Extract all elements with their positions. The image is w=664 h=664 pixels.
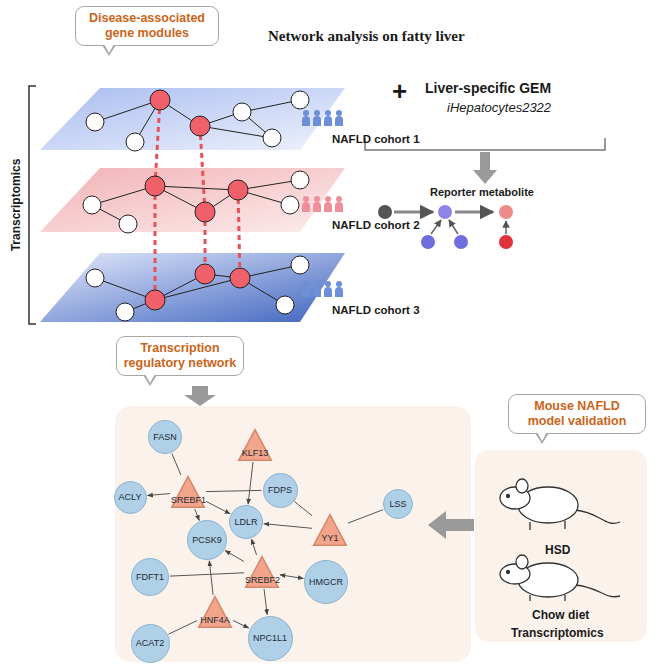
flow-arrow	[184, 386, 216, 406]
bracket	[29, 86, 36, 324]
gene-node: FASN	[148, 420, 182, 454]
regulation-edge	[172, 454, 181, 475]
node-label: PCSK9	[192, 535, 222, 545]
panel-text: HSD	[545, 543, 570, 557]
regulation-edge	[147, 494, 170, 496]
regulation-edge	[294, 502, 312, 516]
plus-sign: +	[392, 76, 407, 107]
regulation-edge	[280, 575, 303, 579]
node-label: Mouse NAFLD model validation	[515, 399, 639, 429]
gene-node: ACAT2	[131, 624, 170, 663]
gene-node: NPC1L1	[248, 616, 293, 661]
gene-node: FDFT1	[131, 558, 169, 596]
gene-node: LDLR	[229, 505, 263, 539]
tf-node: SREBF2	[245, 556, 279, 588]
regulation-edge	[248, 462, 253, 504]
regulation-edge	[233, 621, 249, 628]
node-label: HMGCR	[309, 577, 343, 587]
node-label: Disease-associated gene modules	[82, 11, 212, 41]
node-label: ACAT2	[136, 638, 164, 648]
flow-arrow	[473, 152, 497, 184]
gene-node: HMGCR	[304, 560, 348, 604]
node-label: FASN	[153, 432, 177, 442]
text-label: NAFLD cohort 2	[332, 219, 420, 231]
regulation-edge	[348, 510, 383, 523]
mouse-panel	[475, 450, 647, 642]
gene-node: FDPS	[263, 473, 298, 508]
regulation-edge	[170, 573, 244, 576]
regulation-edge	[264, 524, 312, 529]
cohort-plane	[40, 168, 345, 232]
regulation-edge	[206, 501, 230, 513]
callout-bubble: Disease-associated gene modules	[75, 6, 219, 46]
regulation-edge	[195, 509, 200, 520]
panel-text: Chow diet	[532, 608, 589, 622]
regulation-edge	[169, 621, 197, 635]
title: Network analysis on fatty liver	[268, 28, 465, 45]
mouse-drawing	[500, 479, 620, 530]
tf-node: HNF4A	[198, 596, 232, 628]
text-label: iHepatocytes2322	[447, 100, 551, 115]
cohort-plane	[40, 253, 345, 322]
node-label: Transcription regulatory network	[123, 341, 237, 371]
node-label: ACLY	[119, 492, 142, 502]
node-label: SREBF2	[245, 575, 279, 585]
text-label: Reporter metabolite	[430, 186, 534, 198]
node-label: SREBF1	[171, 495, 205, 505]
flow-arrow	[428, 511, 474, 539]
tf-node: SREBF1	[171, 476, 205, 508]
text-label: Transcriptomics	[9, 159, 23, 252]
model-panel: HSD Chow dietTranscriptomics	[475, 450, 647, 642]
gene-node: PCSK9	[187, 520, 227, 560]
node-label: FDFT1	[136, 572, 164, 582]
node-label: LDLR	[234, 517, 257, 527]
callout-bubble: Transcription regulatory network	[116, 336, 244, 376]
node-label: LSS	[389, 499, 406, 509]
callout-bubble: Mouse NAFLD model validation	[508, 394, 646, 434]
gene-node: ACLY	[114, 481, 147, 514]
regulation-edge	[209, 561, 213, 595]
regulation-edge	[225, 551, 244, 562]
node-label: YY1	[313, 533, 347, 543]
regulation-edge	[251, 539, 256, 555]
network-panel	[115, 406, 471, 662]
text-label: NAFLD cohort 1	[332, 133, 420, 145]
tf-node: KLF13	[238, 429, 272, 461]
text-label: NAFLD cohort 3	[332, 304, 420, 316]
text-label: Liver-specific GEM	[425, 80, 551, 96]
node-label: FDPS	[268, 485, 292, 495]
node-label: KLF13	[238, 448, 272, 458]
plane-networks	[83, 90, 309, 321]
node-label: HNF4A	[198, 615, 232, 625]
mouse-drawing	[500, 555, 620, 601]
regulation-edge	[206, 490, 262, 491]
tf-node: YY1	[313, 514, 347, 546]
regulation-edge	[264, 589, 267, 615]
gene-node: LSS	[383, 489, 413, 519]
cohort-plane	[40, 88, 345, 150]
panel-text: Transcriptomics	[511, 626, 604, 640]
node-label: NPC1L1	[253, 633, 287, 643]
